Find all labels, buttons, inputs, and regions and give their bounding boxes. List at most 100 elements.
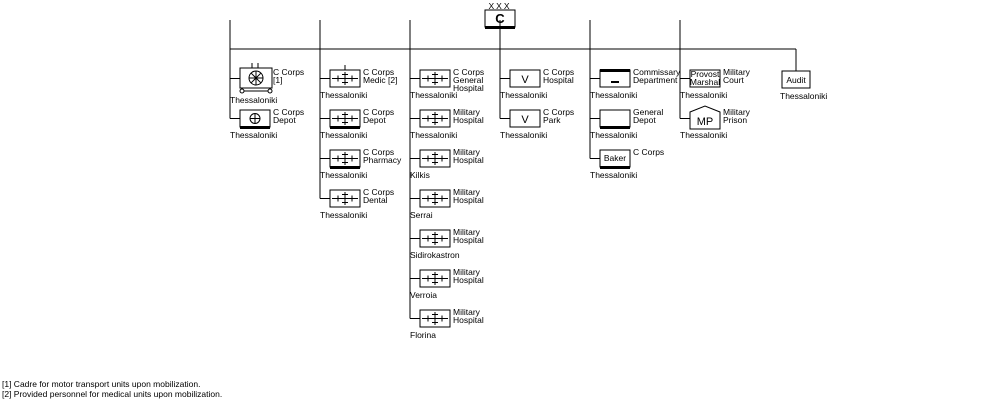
unit-motor-transport: C Corps[1] Thessaloniki [230,63,304,105]
unit-location: Florina [410,330,436,340]
footnote-1: [1] Cadre for motor transport units upon… [2,379,201,389]
unit-box [599,69,631,88]
unit-label: Military [723,107,751,117]
unit-location: Sidirokastron [410,250,460,260]
unit-box-text: V [521,114,529,126]
corps-echelon: XXX [488,1,511,11]
unit-location: Thessaloniki [680,130,727,140]
unit-label: Military [453,187,481,197]
unit-label: Military [453,307,481,317]
commissary-dash [611,81,619,83]
column-hospitals: C CorpsGeneralHospitalThessalonikiMilita… [409,49,484,340]
unit-label: C Corps [363,187,394,197]
unit-box [781,70,811,89]
footnote-2: [2] Provided personnel for medical units… [2,389,223,399]
track-wheel [239,88,245,94]
unit-box-text: V [521,74,529,86]
unit-label: C Corps [543,67,574,77]
unit-location: Thessaloniki [410,90,457,100]
unit-label: Commissary [633,67,681,77]
unit-label: General [453,75,483,85]
unit-label: Depot [633,115,656,125]
unit-label: Court [723,75,744,85]
unit-label: C Corps [273,67,304,77]
unit-location: Thessaloniki [500,90,547,100]
column-supply: CommissaryDepartmentThessalonikiGeneralD… [589,49,681,180]
unit-location: Thessaloniki [410,130,457,140]
unit-label: Hospital [453,115,484,125]
depot-bar [330,166,360,169]
unit-box-text: Audit [786,75,806,85]
unit-location: Thessaloniki [590,90,637,100]
unit-label: General [633,107,663,117]
unit-label: Department [633,75,678,85]
depot-bar [600,126,630,129]
unit-box [509,109,541,128]
unit-box [689,69,721,88]
unit-location: Thessaloniki [320,170,367,180]
unit-label: C Corps [363,147,394,157]
unit-label: C Corps [543,107,574,117]
unit-label: Park [543,115,561,125]
unit-label: C Corps [633,147,664,157]
unit-box-text: MP [697,116,714,128]
unit-label: Hospital [453,83,484,93]
unit-location: Thessaloniki [780,91,827,101]
unit-box-text: Provost [691,69,720,79]
unit-label: Hospital [453,195,484,205]
unit-box-text: Baker [604,153,626,163]
unit-location: Thessaloniki [590,130,637,140]
unit-label: Depot [363,115,386,125]
unit-label: C Corps [363,67,394,77]
unit-location: Thessaloniki [500,130,547,140]
unit-label: C Corps [453,67,484,77]
unit-label: Hospital [453,315,484,325]
unit-location: Thessaloniki [320,210,367,220]
unit-label: C Corps [363,107,394,117]
commissary-top-bar [600,69,630,72]
unit-box [509,69,541,88]
wheel-spoke [250,72,262,84]
unit-box [689,105,721,130]
corps-letter: C [495,11,505,26]
unit-label: Military [453,147,481,157]
unit-label: C Corps [273,107,304,117]
unit-label: Hospital [453,235,484,245]
unit-location: Thessaloniki [320,130,367,140]
depot-bar [240,126,270,129]
unit-label: Pharmacy [363,155,402,165]
unit-location: Thessaloniki [320,90,367,100]
unit-label: Depot [273,115,296,125]
unit-label: [1] [273,75,282,85]
unit-label: Medic [2] [363,75,398,85]
unit-location: Kilkis [410,170,430,180]
unit-location: Serrai [410,210,433,220]
unit-location: Thessaloniki [230,130,277,140]
unit-label: Military [453,227,481,237]
unit-location: Thessaloniki [590,170,637,180]
track-wheel [267,88,273,94]
unit-location: Thessaloniki [680,90,727,100]
unit-location: Thessaloniki [230,95,277,105]
